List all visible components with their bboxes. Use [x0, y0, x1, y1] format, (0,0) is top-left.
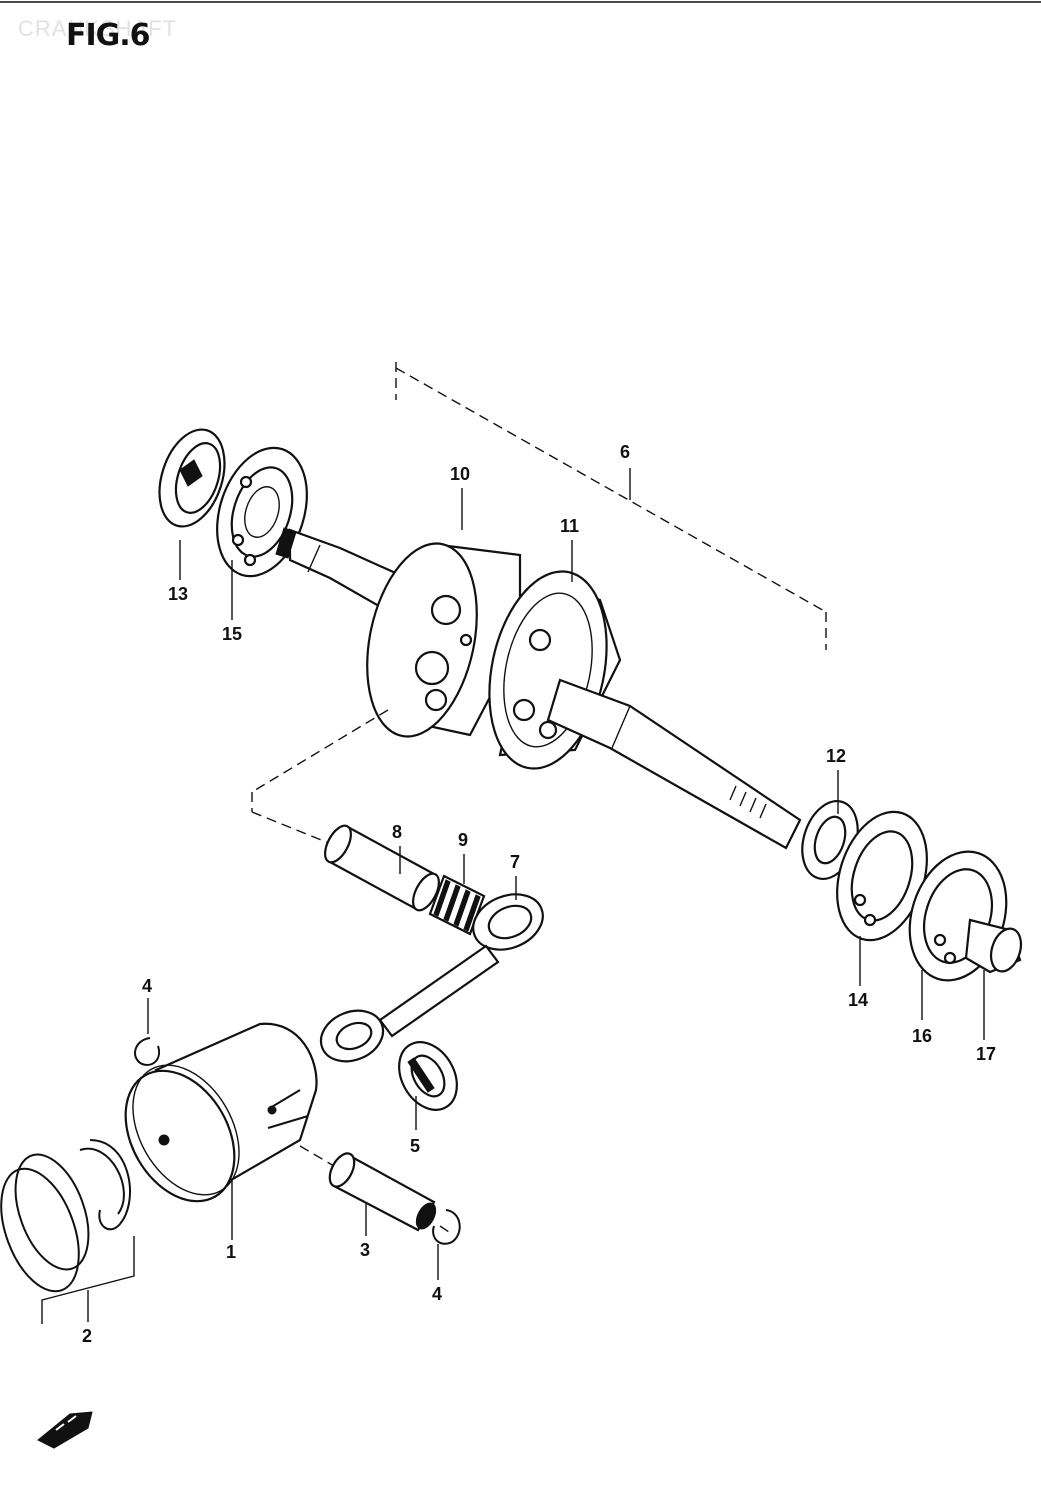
callout-9: 9 — [458, 830, 468, 850]
callout-7: 7 — [510, 852, 520, 872]
callout-4-lower: 4 — [432, 1284, 442, 1304]
callout-1: 1 — [226, 1242, 236, 1262]
circlip-4-upper — [134, 1037, 160, 1066]
front-arrow-icon — [37, 1411, 93, 1449]
callout-3: 3 — [360, 1240, 370, 1260]
piston-rings-2 — [0, 1139, 131, 1293]
needle-bearing-5 — [398, 1041, 458, 1111]
callout-12: 12 — [826, 746, 846, 766]
leader-lines — [87, 468, 985, 1322]
callout-14: 14 — [848, 990, 868, 1010]
callout-4-upper: 4 — [142, 976, 152, 996]
callout-15: 15 — [222, 624, 242, 644]
crankshaft-right-shaft — [546, 678, 802, 850]
group-bracket-2 — [41, 1236, 135, 1324]
circlip-4-lower — [432, 1209, 461, 1245]
callout-17: 17 — [976, 1044, 996, 1064]
figure-title: FIG.6 — [66, 18, 151, 53]
connecting-rod-7 — [319, 893, 544, 1063]
crank-pin-8 — [324, 824, 440, 912]
piston-1 — [124, 1022, 318, 1203]
callout-11: 11 — [560, 516, 579, 536]
oil-seal-13 — [158, 428, 226, 528]
callout-6: 6 — [620, 442, 630, 462]
callout-16: 16 — [912, 1026, 932, 1046]
crank-web-10 — [366, 542, 522, 738]
callout-10: 10 — [450, 464, 470, 484]
bearing-14 — [836, 810, 928, 942]
assembly-link-crankpin — [251, 709, 389, 847]
callout-13: 13 — [168, 584, 188, 604]
assembly-bracket-6 — [395, 362, 827, 650]
callout-8: 8 — [392, 822, 402, 842]
callout-2: 2 — [82, 1326, 92, 1346]
assembly-link-piston-pin — [299, 1145, 453, 1235]
piston-pin-3 — [328, 1152, 437, 1232]
collar-17 — [964, 918, 1023, 974]
needle-bearing-9 — [428, 874, 486, 936]
callout-5: 5 — [410, 1136, 420, 1156]
watermark-text: CRANKSHAFT — [18, 16, 178, 41]
